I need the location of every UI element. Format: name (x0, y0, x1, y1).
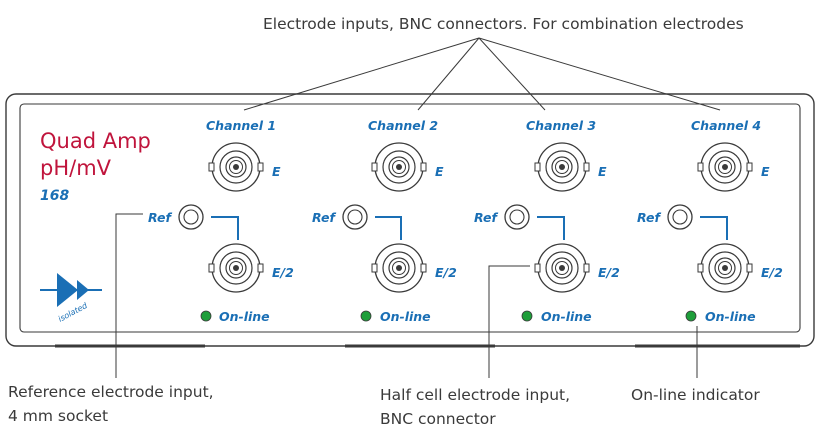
ref-bracket-lines (211, 216, 728, 240)
bnc-connector-icon (534, 243, 590, 293)
instrument-chassis (5, 93, 815, 348)
isolated-amplifier-icon: isolated (40, 273, 102, 324)
electrode-inputs-leaders (243, 37, 721, 111)
channel-1-label: Channel 1 (206, 118, 276, 133)
channel-2-label: Channel 2 (368, 118, 438, 133)
e2-label: E/2 (761, 265, 783, 280)
e-label: E (761, 164, 770, 179)
online-label: On-line (541, 309, 592, 324)
ref-label: Ref (312, 210, 336, 225)
e-label: E (435, 164, 444, 179)
ref-label: Ref (637, 210, 661, 225)
led-icon (360, 310, 372, 322)
e-label: E (272, 164, 281, 179)
brand-block: Quad Amp pH/mV 168 (40, 129, 151, 204)
e2-bnc-connectors (208, 243, 753, 293)
bnc-connector-icon (697, 142, 753, 192)
reference-input-annotation-line2: 4 mm socket (8, 407, 108, 425)
e-label: E (598, 164, 607, 179)
ref-label: Ref (474, 210, 498, 225)
bnc-connector-icon (208, 142, 264, 192)
led-icon (685, 310, 697, 322)
e2-label: E/2 (598, 265, 620, 280)
online-label: On-line (380, 309, 431, 324)
isolated-logo-text: isolated (57, 301, 90, 324)
model-number: 168 (40, 188, 69, 204)
halfcell-input-annotation-line1: Half cell electrode input, (380, 386, 570, 404)
socket-icon (342, 204, 368, 230)
online-label: On-line (219, 309, 270, 324)
online-label: On-line (705, 309, 756, 324)
halfcell-input-annotation-line2: BNC connector (380, 410, 496, 428)
bnc-connector-icon (371, 243, 427, 293)
reference-input-annotation-line1: Reference electrode input, (8, 383, 214, 401)
bottom-leader-lines (115, 213, 698, 378)
channel-4-label: Channel 4 (691, 118, 761, 133)
socket-icon (178, 204, 204, 230)
ref-sockets (178, 204, 693, 230)
e2-label: E/2 (435, 265, 457, 280)
e2-label: E/2 (272, 265, 294, 280)
online-indicator-annotation: On-line indicator (631, 386, 760, 404)
socket-icon (504, 204, 530, 230)
electrode-inputs-annotation: Electrode inputs, BNC connectors. For co… (263, 15, 744, 33)
brand-title-line1: Quad Amp (40, 129, 151, 153)
led-icon (521, 310, 533, 322)
led-icon (200, 310, 212, 322)
brand-title-line2: pH/mV (40, 156, 112, 180)
online-leds (200, 310, 697, 322)
e-bnc-connectors (208, 142, 753, 192)
bnc-connector-icon (208, 243, 264, 293)
bnc-connector-icon (534, 142, 590, 192)
ref-label: Ref (148, 210, 172, 225)
bnc-connector-icon (371, 142, 427, 192)
bnc-connector-icon (697, 243, 753, 293)
channel-3-label: Channel 3 (526, 118, 596, 133)
socket-icon (667, 204, 693, 230)
